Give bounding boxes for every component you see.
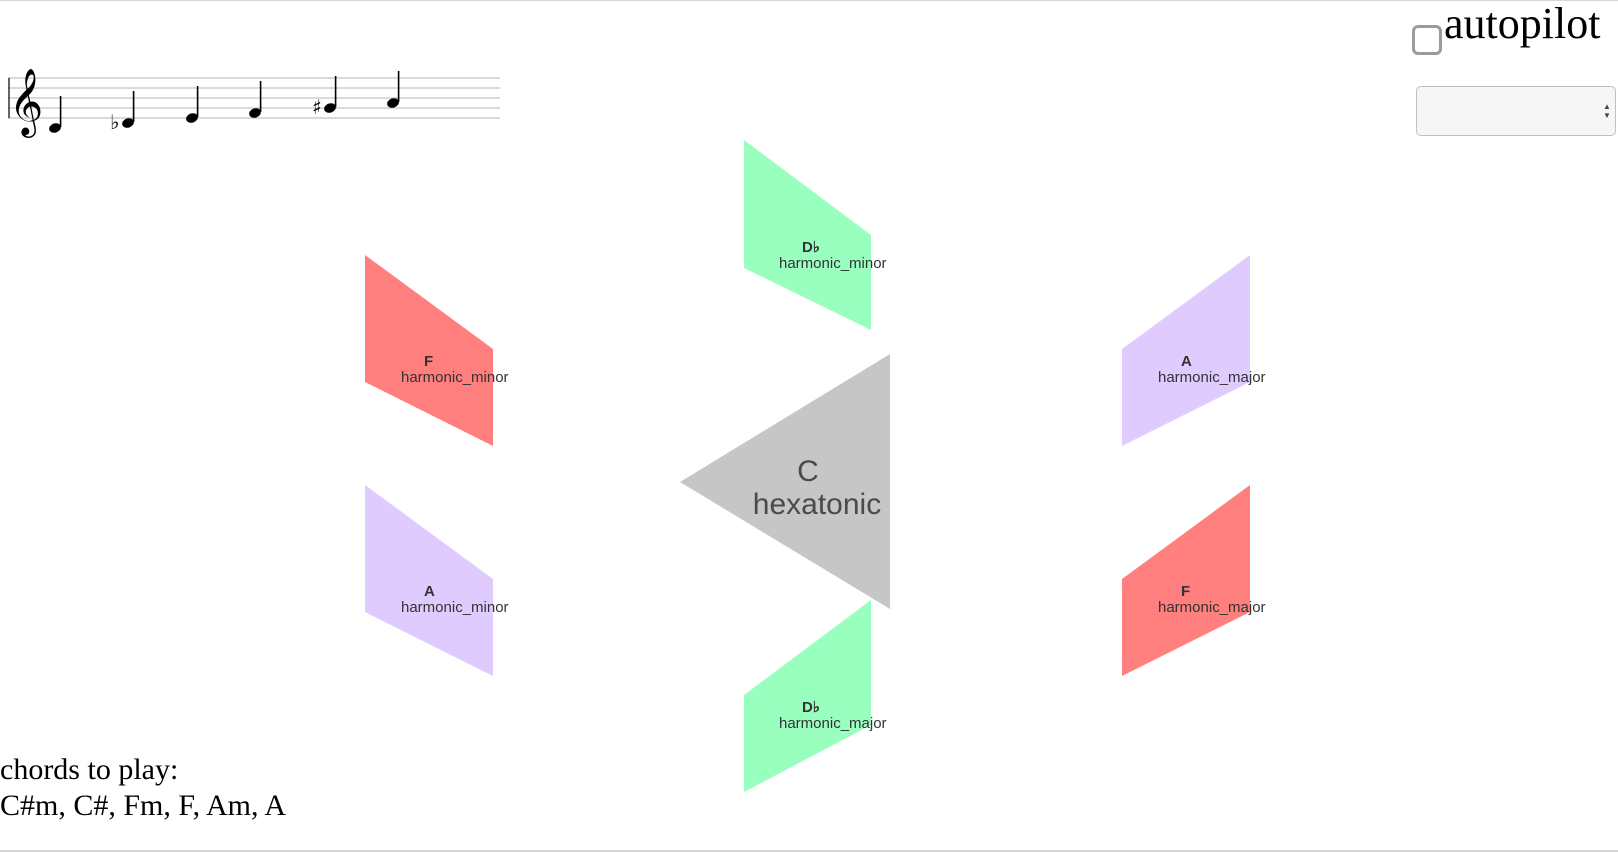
scale-shape[interactable] (1122, 255, 1250, 446)
chords-list: C#m, C#, Fm, F, Am, A (0, 789, 287, 822)
scale-mode: harmonic_major (1158, 369, 1266, 386)
scale-mode: harmonic_minor (779, 255, 887, 272)
scale-select[interactable]: ▲▼ (1416, 86, 1616, 136)
scale-key: A (424, 583, 435, 600)
note-head (324, 103, 336, 113)
scale-key: D♭ (802, 699, 820, 716)
note-head (387, 98, 399, 108)
staff-notes: ♭♯ (49, 71, 400, 134)
accidental-icon: ♯ (312, 95, 322, 119)
scale-node-bottom[interactable]: D♭ harmonic_major (744, 600, 887, 792)
scale-mode: harmonic_minor (401, 599, 509, 616)
scale-key: A (1181, 353, 1192, 370)
scale-shape[interactable] (365, 255, 493, 446)
scale-key: F (1181, 583, 1190, 600)
chords-panel: chords to play: C#m, C#, Fm, F, Am, A (0, 752, 286, 824)
treble-clef-icon: 𝄞 (9, 67, 43, 138)
scale-shape[interactable] (365, 485, 493, 676)
accidental-icon: ♭ (110, 110, 119, 134)
autopilot-checkbox[interactable] (1412, 25, 1442, 55)
scale-node-lower-right[interactable]: F harmonic_major (1122, 485, 1266, 676)
top-border (0, 0, 1618, 1)
center-triangle[interactable] (680, 354, 890, 609)
scale-node-lower-left[interactable]: A harmonic_minor (365, 485, 509, 676)
bottom-border (0, 850, 1618, 852)
scale-shape[interactable] (744, 600, 871, 792)
scale-key: D♭ (802, 239, 820, 256)
select-arrows-icon: ▲▼ (1603, 102, 1611, 120)
scale-mode: harmonic_minor (401, 369, 509, 386)
scale-node-upper-left[interactable]: F harmonic_minor (365, 255, 509, 446)
scale-mode: harmonic_major (779, 715, 887, 732)
scale-shape[interactable] (1122, 485, 1250, 676)
note-head (122, 118, 134, 128)
autopilot-toggle[interactable]: autopilot (1412, 0, 1601, 56)
scale-key: F (424, 353, 433, 370)
chords-label: chords to play: (0, 753, 179, 786)
scale-shape[interactable] (744, 140, 871, 330)
note-head (249, 108, 261, 118)
scale-node-top[interactable]: D♭ harmonic_minor (744, 140, 887, 330)
scale-mode: harmonic_major (1158, 599, 1266, 616)
center-key: C (797, 455, 819, 488)
note-head (49, 123, 61, 133)
center-mode: hexatonic (753, 488, 881, 521)
staff-notation: 𝄞 ♭♯ (8, 67, 500, 138)
center-scale-node[interactable]: C hexatonic (680, 354, 890, 609)
note-head (186, 113, 198, 123)
autopilot-label: autopilot (1444, 0, 1601, 48)
scale-node-upper-right[interactable]: A harmonic_major (1122, 255, 1266, 446)
